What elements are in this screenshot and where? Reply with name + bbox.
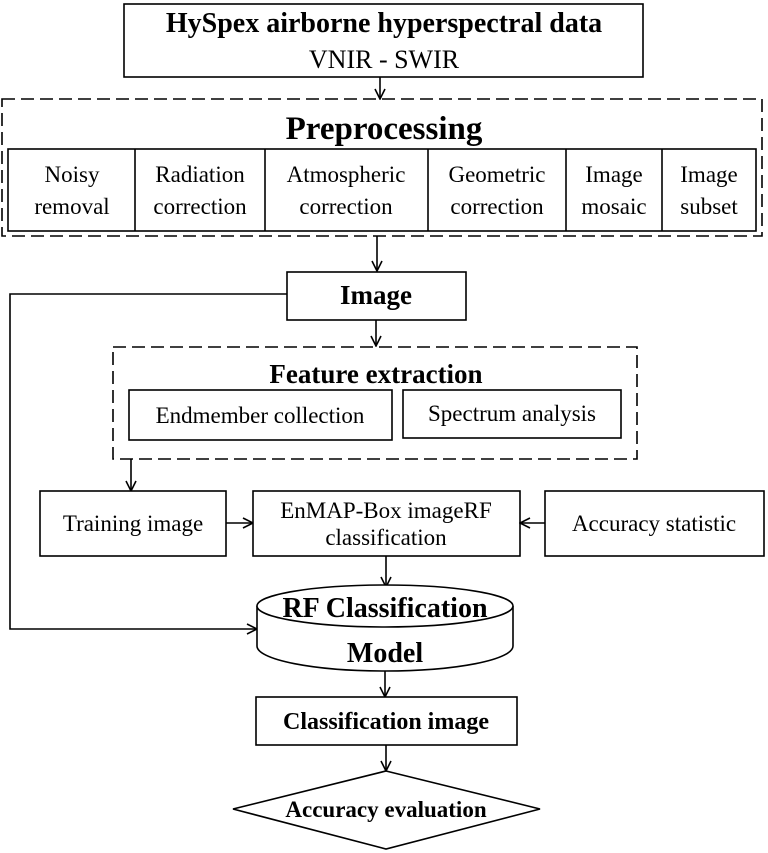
preprocessing-step-6-line2: subset (680, 194, 738, 219)
preprocessing-step-3-line2: correction (299, 194, 393, 219)
accuracy-evaluation-label: Accuracy evaluation (285, 797, 486, 822)
enmap-line2: classification (325, 525, 447, 550)
feature-extraction-title: Feature extraction (269, 359, 482, 389)
enmap-line1: EnMAP-Box imageRF (280, 498, 491, 523)
preprocessing-step-2-line2: correction (153, 194, 247, 219)
rf-model-cylinder: RF Classification Model (256, 584, 514, 672)
preprocessing-step-3-line1: Atmospheric (287, 162, 406, 187)
preprocessing-step-5-line2: mosaic (581, 194, 646, 219)
preprocessing-step-4-line2: correction (450, 194, 544, 219)
preprocessing-step-5-line1: Image (585, 162, 642, 187)
source-title: HySpex airborne hyperspectral data (166, 8, 602, 39)
preprocessing-step-6-line1: Image (680, 162, 737, 187)
accuracy-statistic-box: Accuracy statistic (544, 490, 765, 557)
preprocessing-group: Preprocessing Noisy removal Radiation corre… (1, 98, 763, 237)
spectrum-analysis-label: Spectrum analysis (428, 401, 596, 426)
training-image-label: Training image (63, 511, 203, 536)
feature-extraction-group: Feature extraction Endmember collection … (112, 346, 638, 460)
training-image-box: Training image (39, 490, 227, 557)
image-label: Image (340, 280, 412, 310)
preprocessing-steps: Noisy removal Radiation correction Atmospher… (34, 162, 738, 219)
accuracy-statistic-label: Accuracy statistic (572, 511, 736, 536)
preprocessing-step-4-line1: Geometric (448, 162, 545, 187)
accuracy-evaluation-diamond: Accuracy evaluation (232, 770, 541, 850)
image-box: Image (286, 271, 467, 321)
classification-image-box: Classification image (255, 696, 518, 746)
classification-image-label: Classification image (283, 709, 489, 735)
preprocessing-title: Preprocessing (286, 111, 483, 147)
model-line2: Model (347, 638, 423, 669)
endmember-collection-label: Endmember collection (156, 403, 365, 428)
arrow-image-to-model (9, 293, 287, 629)
preprocessing-step-1-line1: Noisy (45, 162, 100, 187)
enmap-box: EnMAP-Box imageRF classification (252, 490, 521, 557)
source-subtitle: VNIR - SWIR (309, 45, 460, 74)
preprocessing-step-2-line1: Radiation (155, 162, 245, 187)
source-data-box: HySpex airborne hyperspectral data VNIR … (123, 3, 644, 78)
model-line1: RF Classification (282, 593, 487, 624)
preprocessing-step-1-line2: removal (34, 194, 109, 219)
